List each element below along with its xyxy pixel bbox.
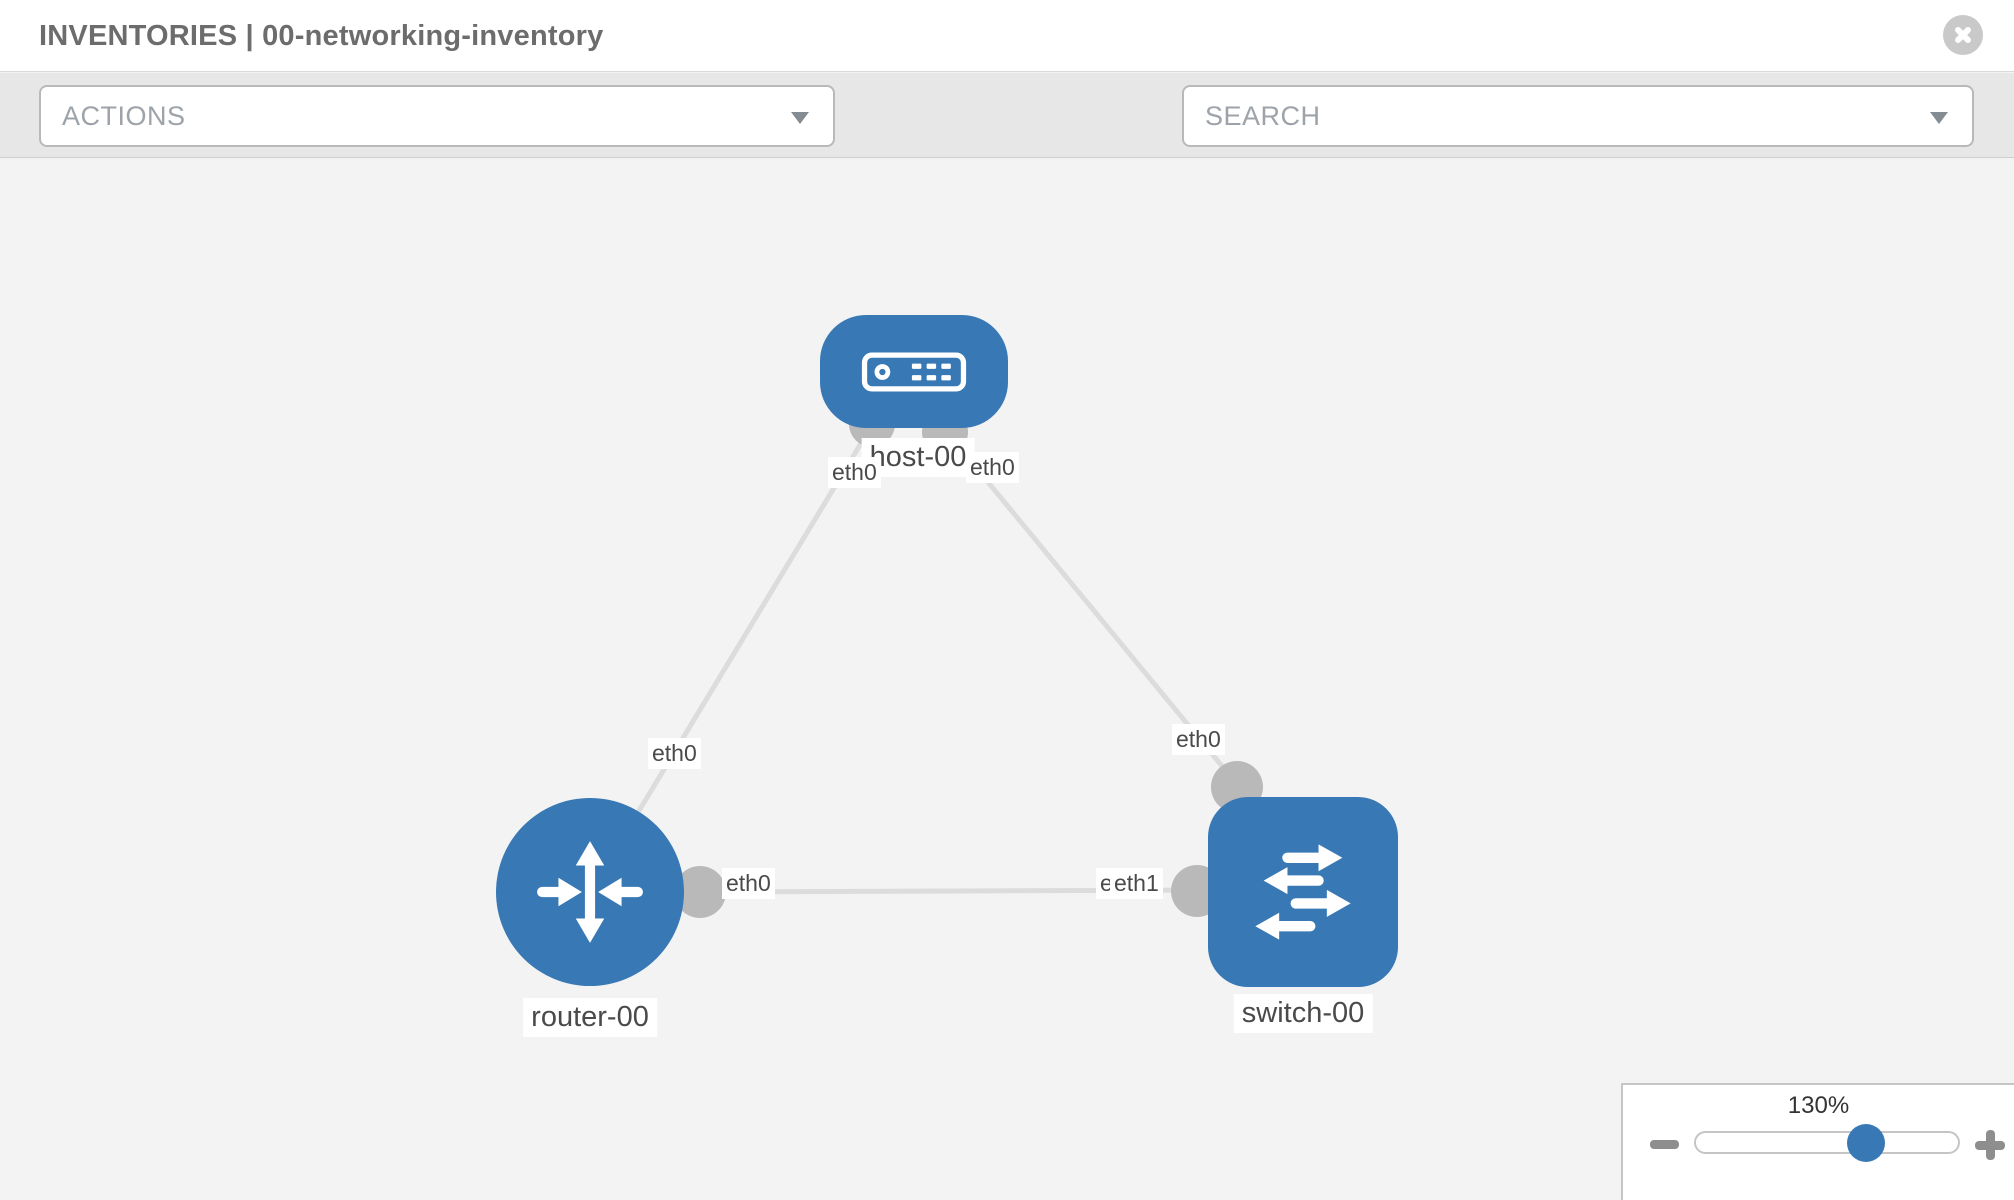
interface-label: eth1	[1110, 868, 1163, 899]
switch-arrows-icon	[1255, 844, 1351, 940]
node-router-00[interactable]	[496, 798, 684, 986]
chevron-down-icon	[791, 112, 809, 124]
search-placeholder: SEARCH	[1205, 101, 1321, 131]
interface-label: eth0	[966, 452, 1019, 483]
header: INVENTORIES | 00-networking-inventory	[0, 0, 2014, 72]
chevron-down-icon	[1930, 112, 1948, 124]
interface-label: eth0	[648, 738, 701, 769]
zoom-slider-handle[interactable]	[1847, 1124, 1885, 1162]
zoom-slider-track[interactable]	[1694, 1131, 1960, 1154]
zoom-percent: 130%	[1787, 1092, 1850, 1119]
node-label-switch-00: switch-00	[1233, 994, 1373, 1033]
actions-dropdown-label: ACTIONS	[62, 101, 186, 131]
interface-label: eth0	[722, 868, 775, 899]
node-switch-00[interactable]	[1208, 797, 1398, 987]
router-arrows-icon	[537, 841, 643, 943]
zoom-out-minus-icon[interactable]	[1650, 1140, 1679, 1149]
zoom-panel: 130%	[1621, 1083, 2014, 1200]
interface-label: eth0	[1172, 724, 1225, 755]
search-dropdown[interactable]: SEARCH	[1182, 85, 1974, 147]
node-host-00[interactable]	[820, 315, 1008, 428]
actions-dropdown[interactable]: ACTIONS	[39, 85, 835, 147]
interface-label: eth0	[828, 457, 881, 488]
toolbar: ACTIONS SEARCH	[0, 73, 2014, 212]
topology-canvas[interactable]: host-00 router-00 switch-00 eth0 eth0 et…	[0, 159, 2014, 1200]
links-layer	[587, 401, 1263, 918]
node-label-router-00: router-00	[523, 998, 657, 1037]
endpoint-router-eth0	[674, 866, 726, 918]
close-icon[interactable]	[1943, 15, 1983, 55]
zoom-in-plus-icon[interactable]	[1975, 1130, 2005, 1160]
page-title: INVENTORIES | 00-networking-inventory	[39, 20, 604, 52]
server-icon	[861, 352, 967, 391]
